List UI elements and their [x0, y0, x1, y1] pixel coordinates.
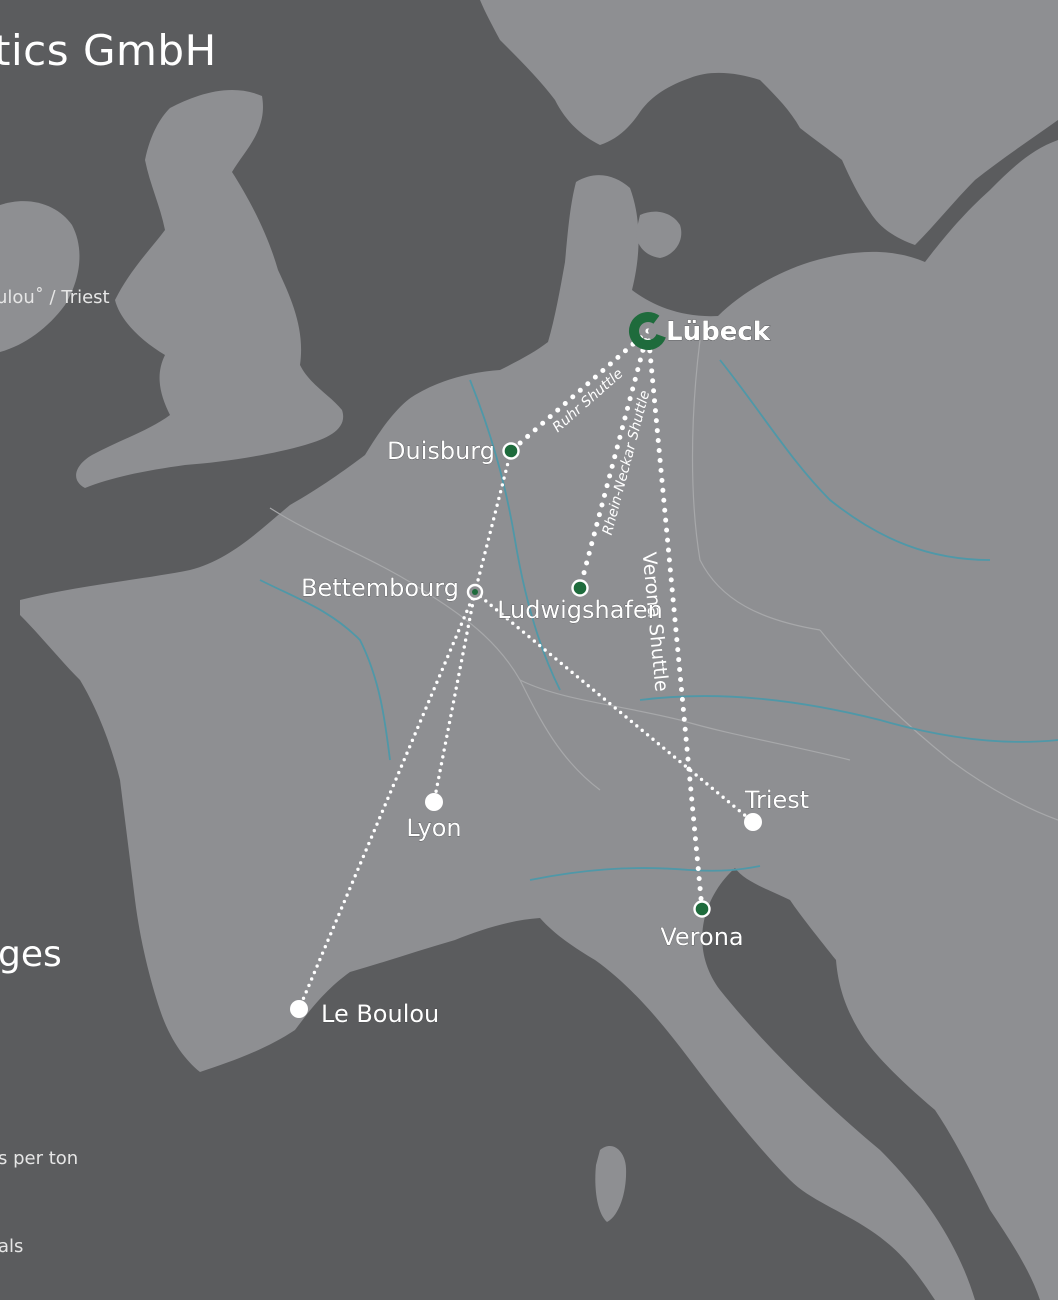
- river-line: [529, 865, 761, 881]
- route-rhein-neckar-shuttle: [577, 328, 651, 591]
- border-line: [519, 679, 851, 761]
- terminal-marker-triest[interactable]: [744, 813, 762, 831]
- border-line: [691, 339, 821, 631]
- river-line: [259, 579, 391, 761]
- hub-ring: [629, 312, 667, 350]
- route-ruhr-shuttle: [508, 328, 651, 454]
- terminal-dot-icon: [571, 579, 589, 597]
- markers-layer: LübeckDuisburgBettembourgLudwigshafenLyo…: [290, 312, 809, 1028]
- continent-land: [20, 140, 1058, 1300]
- river-line: [719, 359, 991, 561]
- hub-center-dot: [648, 328, 654, 334]
- terminal-marker-ludwigshafen[interactable]: [571, 579, 589, 597]
- city-label-bettembourg: Bettembourg: [301, 574, 459, 602]
- scandinavia-land: [480, 0, 1058, 245]
- corsica-land: [595, 1146, 627, 1222]
- hub-ring-icon[interactable]: [629, 312, 667, 350]
- city-label-triest: Triest: [744, 786, 809, 814]
- section-heading-fragment: ges: [0, 934, 62, 975]
- terminal-dot-icon: [744, 813, 762, 831]
- terminal-dot-icon: [693, 900, 711, 918]
- city-label-ludwigshafen: Ludwigshafen: [497, 596, 663, 624]
- route-summary-fragment: ulou˚ / Triest: [0, 287, 110, 308]
- terminal-marker-bettembourg[interactable]: [466, 583, 484, 601]
- route-bettembourg-leboulou: [297, 590, 477, 1011]
- stat-text-fragment: s per ton: [0, 1148, 79, 1169]
- route-bettembourg-triest: [473, 590, 755, 824]
- terminal-dot-center: [472, 589, 478, 595]
- city-label-verona: Verona: [660, 923, 743, 951]
- city-label-duisburg: Duisburg: [387, 437, 495, 465]
- route-verona-shuttle: [645, 328, 705, 912]
- border-line: [269, 507, 601, 791]
- terminal-marker-duisburg[interactable]: [502, 442, 520, 460]
- company-title: tics GmbH: [0, 26, 217, 75]
- river-line: [639, 695, 1058, 743]
- city-label-lubeck: Lübeck: [666, 317, 771, 347]
- terminal-marker-verona[interactable]: [693, 900, 711, 918]
- stat-text-fragment: als: [0, 1236, 24, 1257]
- terminal-marker-le-boulou[interactable]: [290, 1000, 308, 1018]
- danish-island-land: [636, 211, 682, 258]
- city-label-lyon: Lyon: [406, 814, 461, 842]
- river-layer: [259, 359, 1058, 881]
- terminal-dot-icon: [290, 1000, 308, 1018]
- britain-land: [76, 89, 344, 488]
- terminal-dot-icon: [502, 442, 520, 460]
- terminal-dot-icon: [425, 793, 443, 811]
- city-label-le-boulou: Le Boulou: [321, 1000, 439, 1028]
- border-line: [819, 629, 1058, 821]
- route-bettembourg-lyon: [432, 590, 477, 804]
- ireland-land: [0, 201, 80, 352]
- terminal-marker-lyon[interactable]: [425, 793, 443, 811]
- river-line: [469, 379, 561, 691]
- border-layer: [269, 339, 1058, 821]
